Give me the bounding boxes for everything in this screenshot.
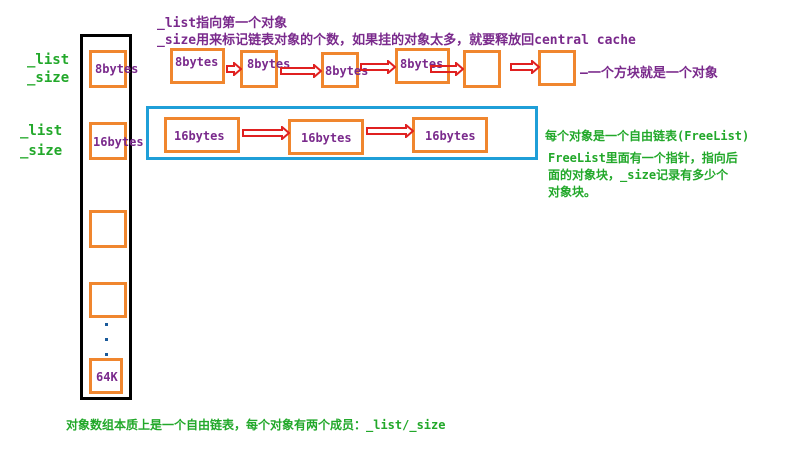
dash-icon: — (580, 66, 588, 81)
array-cell-empty-2 (89, 282, 127, 318)
arrow-icon (226, 62, 242, 76)
array-cell-8bytes: 8bytes (89, 50, 138, 88)
list-pointer-note: _list指向第一个对象 (157, 16, 288, 31)
size-counter-note: _size用来标记链表对象的个数，如果挂的对象太多，就要释放回central c… (157, 33, 636, 48)
array-cell-16bytes: 16bytes (89, 122, 144, 160)
freelist-frame (146, 106, 538, 160)
size-label-1: _size (27, 70, 70, 86)
object-empty-2 (538, 50, 576, 86)
arrow-icon (360, 60, 396, 74)
freelist-desc-line-3: 对象块。 (548, 185, 597, 199)
ellipsis-dot-3 (105, 353, 108, 356)
freelist-desc-line-2: 面的对象块，_size记录有多少个 (548, 168, 729, 182)
object-8bytes-3: 8bytes (321, 52, 368, 88)
object-16bytes-3: 16bytes (412, 117, 488, 153)
one-block-note: —一个方块就是一个对象 (580, 62, 718, 81)
list-label-1: _list (27, 52, 70, 68)
arrow-icon (242, 126, 290, 140)
one-block-note-text: 一个方块就是一个对象 (587, 66, 718, 81)
ellipsis-dot-2 (105, 338, 108, 341)
arrow-icon (510, 60, 540, 74)
object-empty-1 (463, 50, 501, 88)
object-array-frame (80, 34, 132, 400)
object-8bytes-2: 8bytes (240, 50, 290, 88)
array-cell-empty-1 (89, 210, 127, 248)
freelist-title: 每个对象是一个自由链表(FreeList) (545, 129, 750, 143)
list-label-2: _list (20, 123, 63, 139)
arrow-icon (280, 64, 322, 78)
size-label-2: _size (20, 143, 63, 159)
array-cell-64k: 64K (89, 358, 123, 394)
object-16bytes-2: 16bytes (288, 119, 364, 155)
ellipsis-dot-1 (105, 323, 108, 326)
arrow-icon (366, 124, 414, 138)
bottom-summary: 对象数组本质上是一个自由链表，每个对象有两个成员：_list/_size (66, 418, 446, 432)
freelist-desc-line-1: FreeList里面有一个指针，指向后 (548, 151, 738, 165)
object-8bytes-1: 8bytes (170, 48, 225, 84)
object-16bytes-1: 16bytes (164, 117, 240, 153)
arrow-icon (430, 62, 464, 76)
